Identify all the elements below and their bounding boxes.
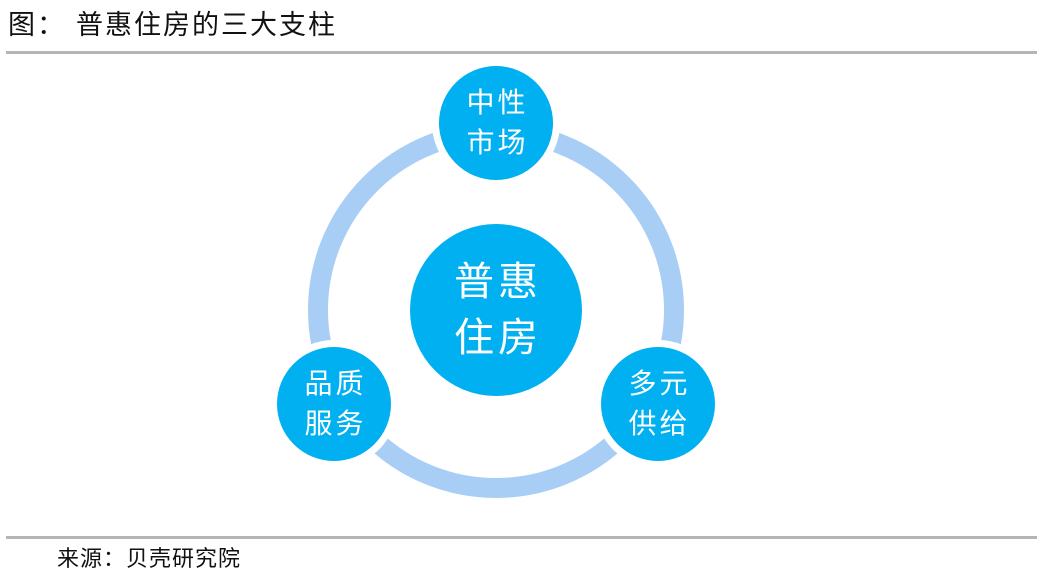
top-divider xyxy=(6,51,1037,54)
figure-title-text: 普惠住房的三大支柱 xyxy=(76,10,337,40)
source-note-prefix: 来源： xyxy=(57,546,127,571)
center-node-line2: 住房 xyxy=(454,316,542,360)
node-quality-service: 品质 服务 xyxy=(277,347,391,461)
node-neutral-market: 中性 市场 xyxy=(439,66,553,180)
source-note-text: 贝壳研究院 xyxy=(126,546,242,571)
node-quality-service-line1: 品质 xyxy=(304,368,367,399)
node-diverse-supply-line2: 供给 xyxy=(628,408,691,439)
center-node-inclusive-housing: 普惠 住房 xyxy=(410,224,582,396)
center-node-line1: 普惠 xyxy=(454,260,542,304)
node-diverse-supply: 多元 供给 xyxy=(601,347,715,461)
node-neutral-market-line1: 中性 xyxy=(466,87,529,118)
node-quality-service-line2: 服务 xyxy=(304,408,367,439)
figure-title: 图： 普惠住房的三大支柱 xyxy=(8,6,337,44)
node-diverse-supply-line1: 多元 xyxy=(628,368,691,399)
figure-title-prefix: 图： xyxy=(8,10,66,40)
source-note: 来源：贝壳研究院 xyxy=(57,544,241,574)
node-neutral-market-line2: 市场 xyxy=(466,127,529,158)
bottom-divider xyxy=(6,536,1037,539)
